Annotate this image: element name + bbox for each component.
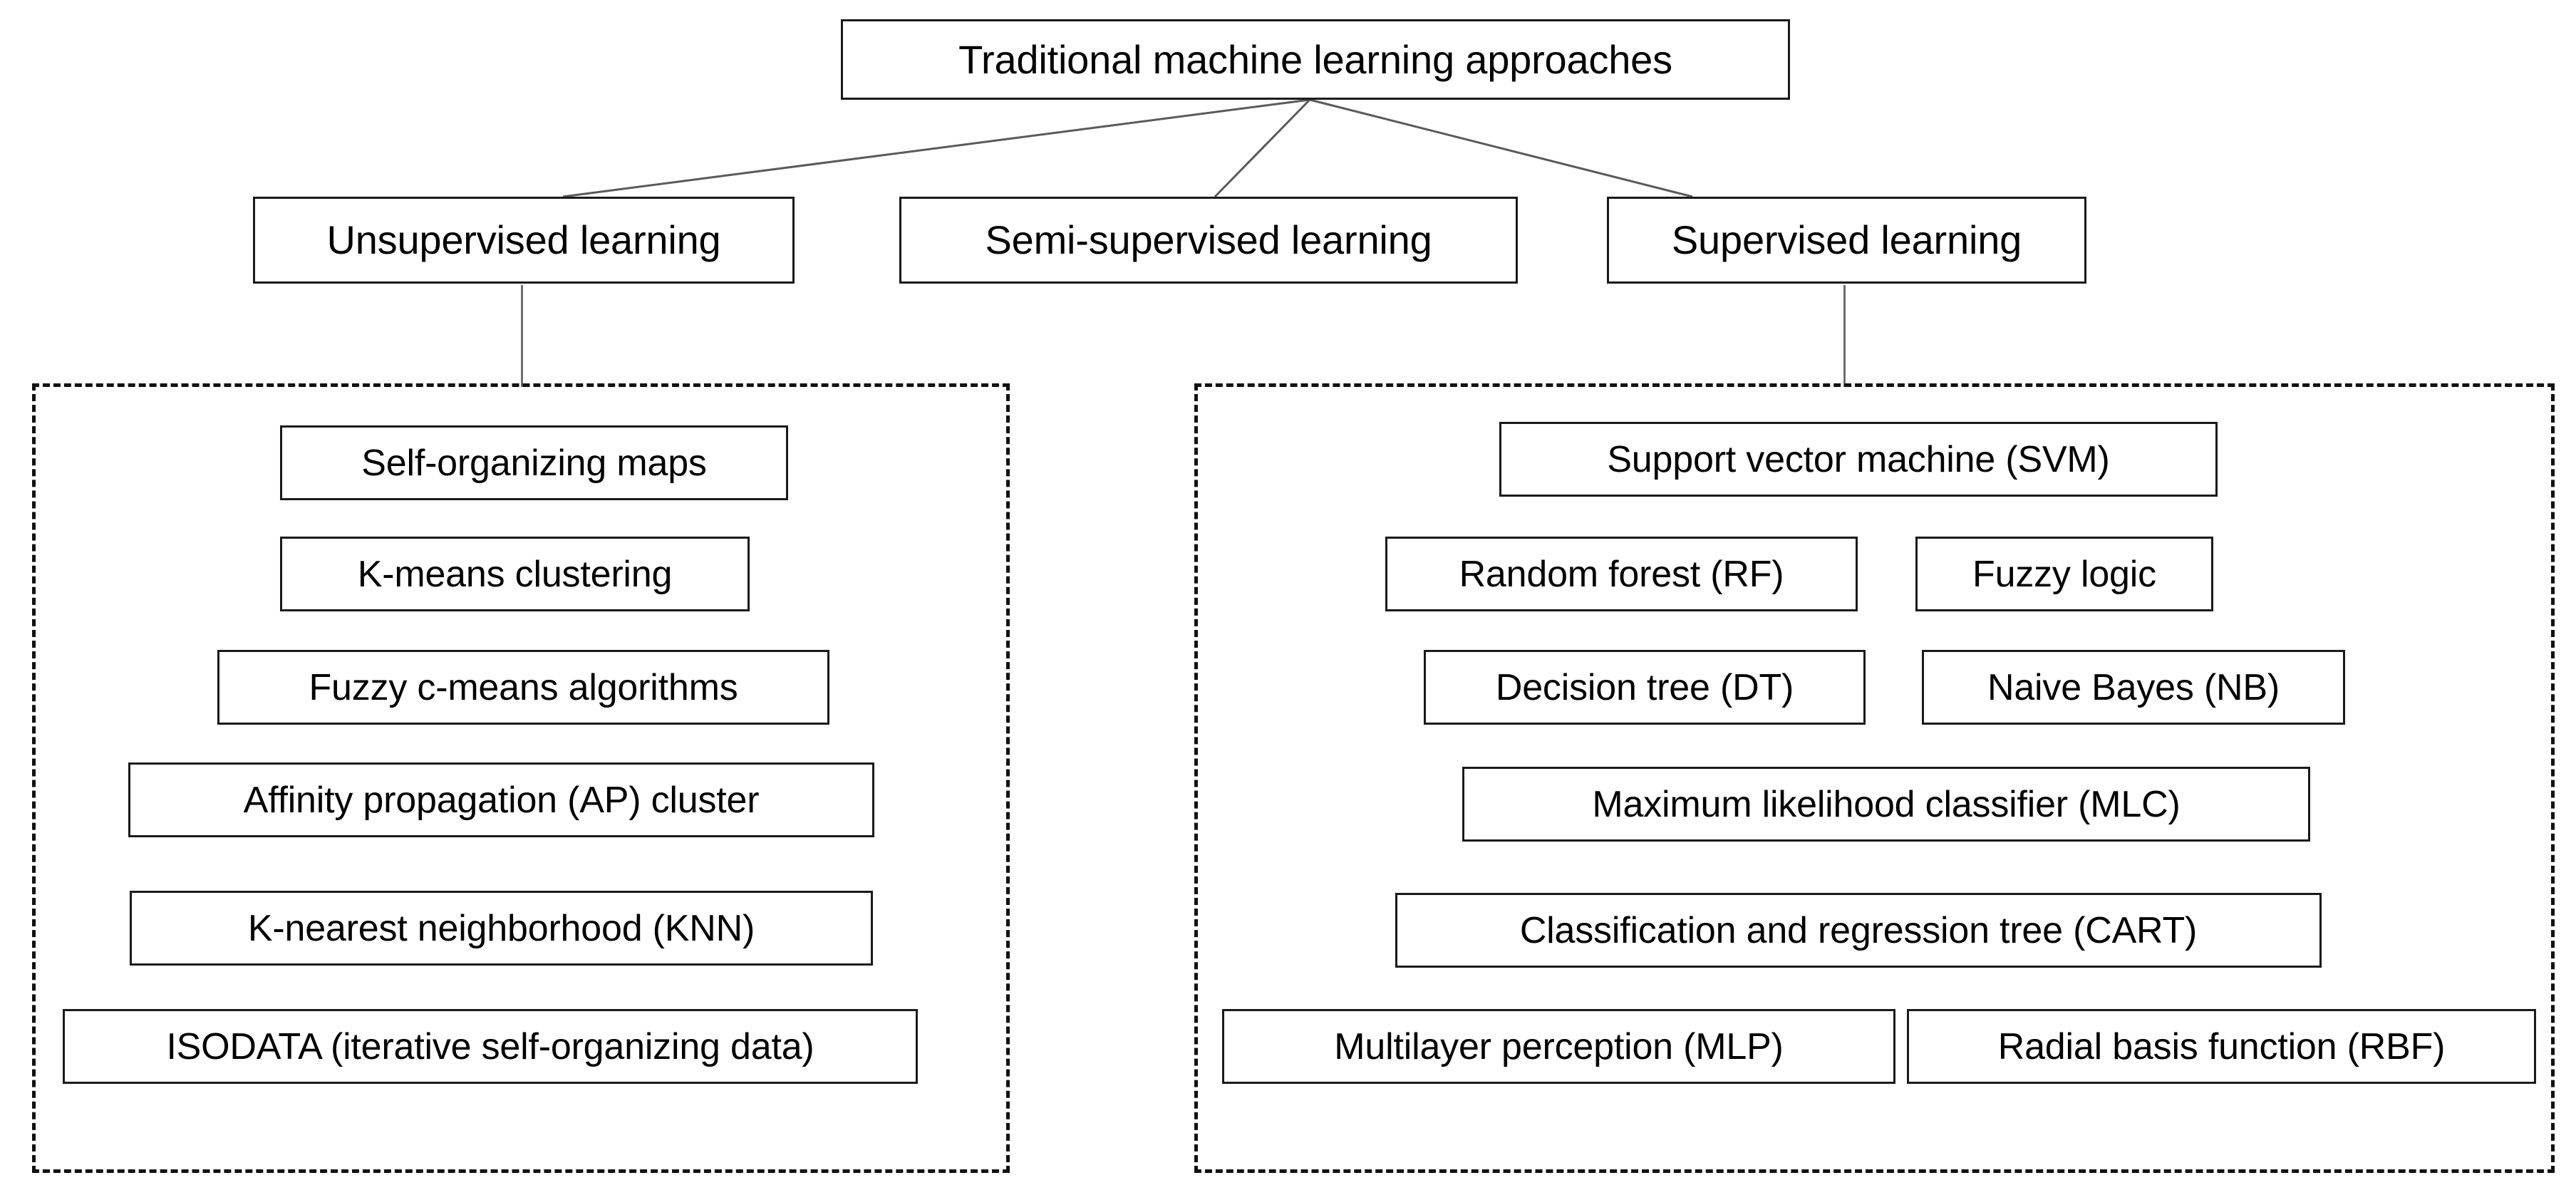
- leaf-k-nearest-neighborhood-knn[interactable]: K-nearest neighborhood (KNN): [130, 891, 873, 966]
- root-node-label: Traditional machine learning approaches: [958, 36, 1672, 82]
- leaf-label-fuzzy-c-means-algorithms: Fuzzy c-means algorithms: [309, 666, 738, 708]
- leaf-label-naive-bayes: Naive Bayes (NB): [1987, 666, 2280, 708]
- leaf-self-organizing-maps[interactable]: Self-organizing maps: [280, 425, 788, 500]
- leaf-label-radial-basis-function: Radial basis function (RBF): [1997, 1025, 2446, 1067]
- branch-label-unsupervised: Unsupervised learning: [326, 217, 721, 262]
- leaf-label-random-forest: Random forest (RF): [1459, 553, 1784, 595]
- leaf-fuzzy-logic[interactable]: Fuzzy logic: [1915, 537, 2213, 611]
- leaf-label-k-means-clustering: K-means clustering: [357, 553, 673, 595]
- leaf-multilayer-perception-mlp[interactable]: Multilayer perception (MLP): [1222, 1009, 1895, 1084]
- root-node-traditional-ml[interactable]: Traditional machine learning approaches: [841, 19, 1790, 100]
- leaf-label-isodata: ISODATA (iterative self-organizing data): [166, 1025, 814, 1067]
- branch-node-supervised-learning[interactable]: Supervised learning: [1607, 197, 2086, 284]
- leaf-decision-tree-dt[interactable]: Decision tree (DT): [1424, 650, 1866, 725]
- leaf-classification-and-regression-tree-cart[interactable]: Classification and regression tree (CART…: [1395, 893, 2322, 968]
- connector-unsupervised-to-group: [521, 285, 523, 387]
- leaf-maximum-likelihood-classifier-mlc[interactable]: Maximum likelihood classifier (MLC): [1462, 767, 2310, 842]
- leaf-label-affinity-propagation: Affinity propagation (AP) cluster: [243, 779, 760, 821]
- leaf-k-means-clustering[interactable]: K-means clustering: [280, 537, 750, 611]
- leaf-label-fuzzy-logic: Fuzzy logic: [1972, 553, 2156, 595]
- leaf-label-classification-and-regression-tree: Classification and regression tree (CART…: [1519, 909, 2198, 951]
- leaf-label-maximum-likelihood-classifier: Maximum likelihood classifier (MLC): [1592, 783, 2181, 825]
- branch-label-supervised: Supervised learning: [1671, 217, 2022, 262]
- leaf-random-forest-rf[interactable]: Random forest (RF): [1385, 537, 1858, 611]
- group-unsupervised-methods: [32, 383, 1010, 1173]
- connector-supervised-to-group: [1843, 285, 1846, 387]
- branch-node-semi-supervised-learning[interactable]: Semi-supervised learning: [899, 197, 1518, 284]
- leaf-affinity-propagation-cluster[interactable]: Affinity propagation (AP) cluster: [128, 762, 874, 837]
- group-supervised-methods: [1194, 383, 2555, 1173]
- leaf-fuzzy-c-means-algorithms[interactable]: Fuzzy c-means algorithms: [217, 650, 829, 725]
- leaf-support-vector-machine-svm[interactable]: Support vector machine (SVM): [1499, 422, 2218, 497]
- branch-label-semi-supervised: Semi-supervised learning: [985, 217, 1432, 262]
- leaf-label-decision-tree: Decision tree (DT): [1495, 666, 1794, 708]
- leaf-label-k-nearest-neighborhood: K-nearest neighborhood (KNN): [247, 907, 755, 949]
- leaf-label-support-vector-machine: Support vector machine (SVM): [1607, 438, 2110, 480]
- leaf-naive-bayes-nb[interactable]: Naive Bayes (NB): [1922, 650, 2345, 725]
- branch-node-unsupervised-learning[interactable]: Unsupervised learning: [253, 197, 795, 284]
- leaf-radial-basis-function-rbf[interactable]: Radial basis function (RBF): [1907, 1009, 2536, 1084]
- leaf-label-multilayer-perception: Multilayer perception (MLP): [1334, 1025, 1784, 1067]
- leaf-isodata[interactable]: ISODATA (iterative self-organizing data): [63, 1009, 918, 1084]
- leaf-label-self-organizing-maps: Self-organizing maps: [361, 442, 707, 484]
